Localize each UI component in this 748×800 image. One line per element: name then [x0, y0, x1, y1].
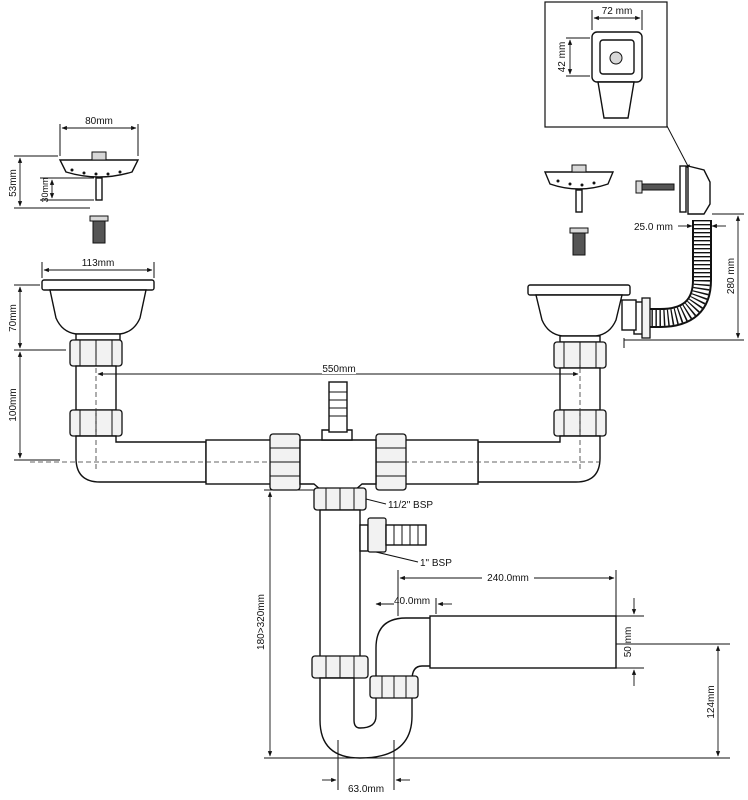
dimension-basket-width: 113mm — [41, 258, 155, 278]
dishwasher-spigot — [328, 381, 348, 433]
left-elbow-pipe — [75, 435, 273, 485]
dimension-center-distance: 550mm — [95, 360, 581, 470]
dimension-hose-length: 280 mm — [623, 213, 744, 348]
dimension-outlet-offset: 40.0mm — [375, 596, 452, 614]
label-side-thread: 1" BSP — [420, 558, 452, 569]
overflow-bolt — [635, 180, 675, 194]
right-elbow-pipe — [403, 435, 601, 485]
label-hose-diameter: 25.0 mm — [634, 222, 673, 233]
label-stem-height: 30mm — [40, 177, 50, 202]
right-screw — [569, 227, 589, 256]
label-overflow-width: 72 mm — [602, 6, 633, 17]
dimension-stem-height: 30mm — [40, 177, 94, 203]
label-outlet-diameter: 50 mm — [623, 627, 634, 658]
label-tail-height: 100mm — [8, 388, 19, 421]
side-spigot: 1" BSP — [359, 517, 452, 569]
dimension-hose-diameter: 25.0 mm — [634, 222, 726, 233]
dimension-outlet-diameter: 50 mm — [616, 598, 644, 686]
left-basket-strainer — [41, 279, 155, 341]
label-hose-length: 280 mm — [726, 258, 737, 294]
trap-lower-nut — [311, 655, 369, 679]
label-outlet-height: 124mm — [706, 685, 717, 718]
trap-top-nut: 11/2" BSP — [313, 487, 433, 511]
label-trap-thread: 11/2" BSP — [388, 500, 433, 511]
label-outlet-length: 240.0mm — [487, 573, 529, 584]
dimension-strainer-width: 80mm — [59, 116, 139, 156]
dimension-outlet-length: 240.0mm — [397, 570, 617, 616]
dimension-basket-height: 70mm — [8, 284, 66, 351]
trap-vertical-pipe — [319, 509, 361, 661]
right-basket-strainer — [527, 284, 637, 343]
overflow-hose — [633, 220, 712, 339]
dimension-outlet-height: 124mm — [616, 643, 730, 757]
label-basket-width: 113mm — [82, 258, 115, 269]
label-basket-height: 70mm — [8, 304, 19, 332]
label-trap-width: 63.0mm — [348, 784, 384, 795]
label-strainer-width: 80mm — [85, 116, 113, 127]
label-strainer-height: 53mm — [8, 169, 19, 197]
outlet-bend — [369, 615, 617, 699]
left-strainer-plug — [58, 151, 140, 201]
overflow-plate — [679, 165, 711, 215]
left-screw — [89, 215, 109, 244]
label-outlet-offset: 40.0mm — [394, 596, 430, 607]
dimension-strainer-height: 53mm — [8, 155, 90, 209]
label-trap-range: 180>320mm — [256, 594, 267, 650]
dimension-trap-width: 63.0mm — [322, 740, 410, 795]
central-tee — [269, 429, 407, 501]
dimension-tail-height: 100mm — [8, 351, 60, 461]
right-strainer-plug — [543, 164, 615, 213]
label-overflow-height: 42 mm — [557, 42, 568, 73]
dimension-trap-range: 180>320mm — [256, 489, 730, 759]
label-center-distance: 550mm — [322, 364, 355, 375]
overflow-inset-box: 72 mm 42 mm — [544, 1, 668, 128]
